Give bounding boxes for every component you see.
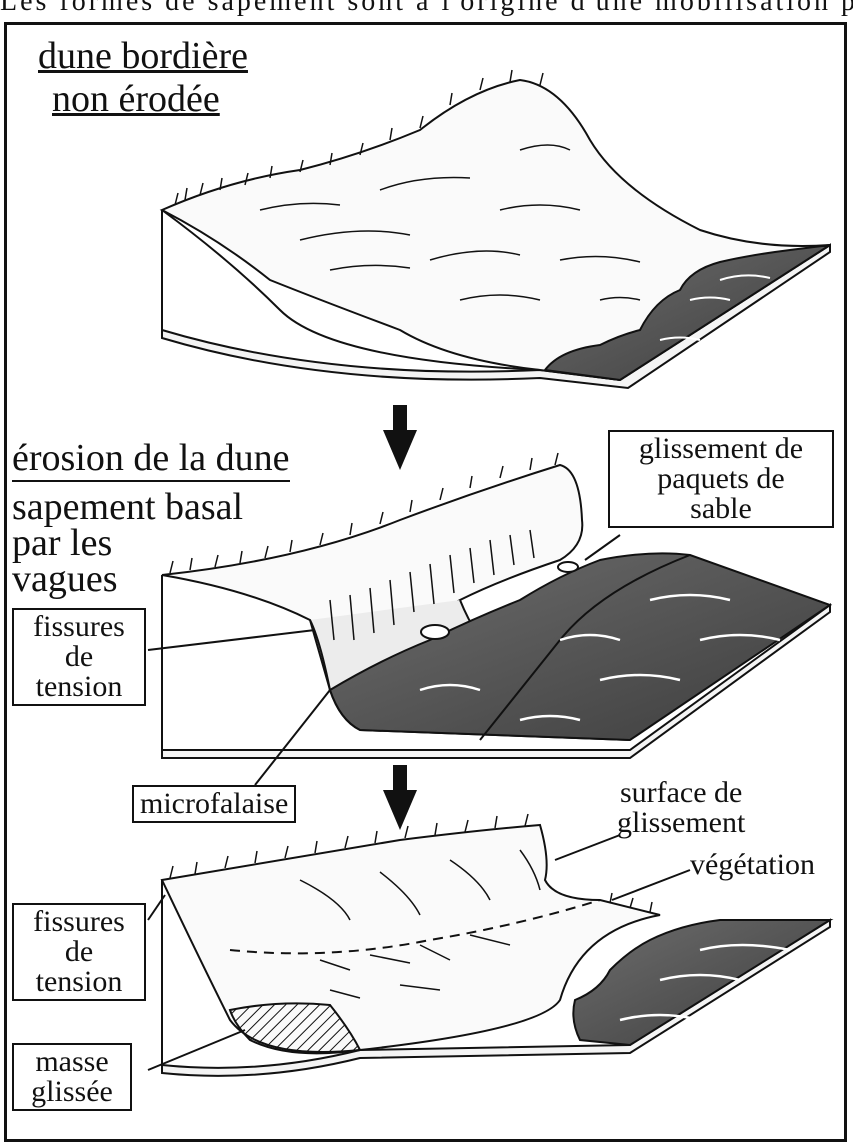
stage2-subheading-line3: vagues — [12, 560, 118, 598]
masse-label-line2: glissée — [20, 1077, 124, 1107]
fissures-label-stage3: fissures de tension — [12, 903, 146, 1001]
glissement-label-line3: sable — [616, 494, 826, 524]
fissures-label-line2: de — [20, 937, 138, 967]
glissement-label-line2: paquets de — [616, 464, 826, 494]
fissures-label-line3: tension — [20, 672, 138, 702]
stage1-heading-line1: dune bordière — [38, 36, 248, 76]
microfalaise-label: microfalaise — [132, 785, 296, 823]
stage2-subheading-line2: par les — [12, 524, 112, 562]
stage2-subheading-line1: sapement basal — [12, 488, 243, 526]
stage1-block — [162, 70, 830, 388]
masse-label-line1: masse — [20, 1047, 124, 1077]
stage1-heading-line2: non érodée — [52, 79, 220, 119]
masse-glissee-label: masse glissée — [12, 1043, 132, 1111]
surface-label-line2: glissement — [617, 808, 745, 838]
stage2-heading: érosion de la dune — [12, 438, 290, 482]
surface-label-line1: surface de — [617, 778, 745, 808]
glissement-label: glissement de paquets de sable — [608, 430, 834, 528]
surface-glissement-label: surface de glissement — [617, 778, 745, 838]
fissures-label-line3: tension — [20, 967, 138, 997]
fissures-label-line2: de — [20, 642, 138, 672]
fissures-label-line1: fissures — [20, 907, 138, 937]
fissures-label-stage2: fissures de tension — [12, 608, 146, 706]
down-arrow-icon — [383, 405, 417, 470]
glissement-label-line1: glissement de — [616, 434, 826, 464]
down-arrow-icon — [383, 765, 417, 830]
vegetation-label: végétation — [690, 850, 815, 880]
fissures-label-line1: fissures — [20, 612, 138, 642]
